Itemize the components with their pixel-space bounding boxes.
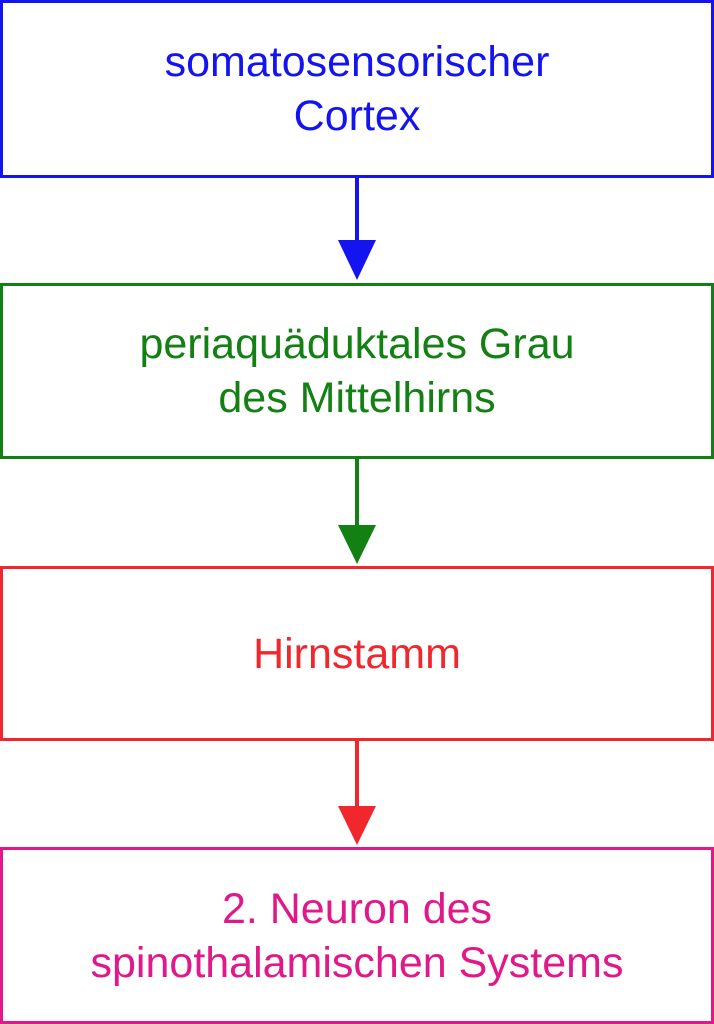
second-neuron-box: 2. Neuron des spinothalamischen Systems: [0, 847, 714, 1024]
box-label-line: des Mittelhirns: [218, 374, 496, 422]
brainstem-box: Hirnstamm: [0, 566, 714, 741]
box-label-line: spinothalamischen Systems: [90, 938, 624, 987]
arrow-cortex-to-pag: [338, 178, 376, 280]
periaqueductal-gray-box: periaquäduktales Grau des Mittelhirns: [0, 283, 714, 459]
box-label-line: 2. Neuron des: [221, 884, 493, 933]
arrow-brainstem-to-neuron: [338, 741, 376, 845]
box-label-line: somatosensorischer: [164, 38, 550, 86]
arrow-pag-to-brainstem: [338, 459, 376, 564]
somatosensory-cortex-box: somatosensorischer Cortex: [0, 0, 714, 178]
box-label-line: periaquäduktales Grau: [139, 320, 575, 368]
box-label-line: Hirnstamm: [253, 629, 461, 678]
box-label-line: Cortex: [293, 92, 421, 140]
